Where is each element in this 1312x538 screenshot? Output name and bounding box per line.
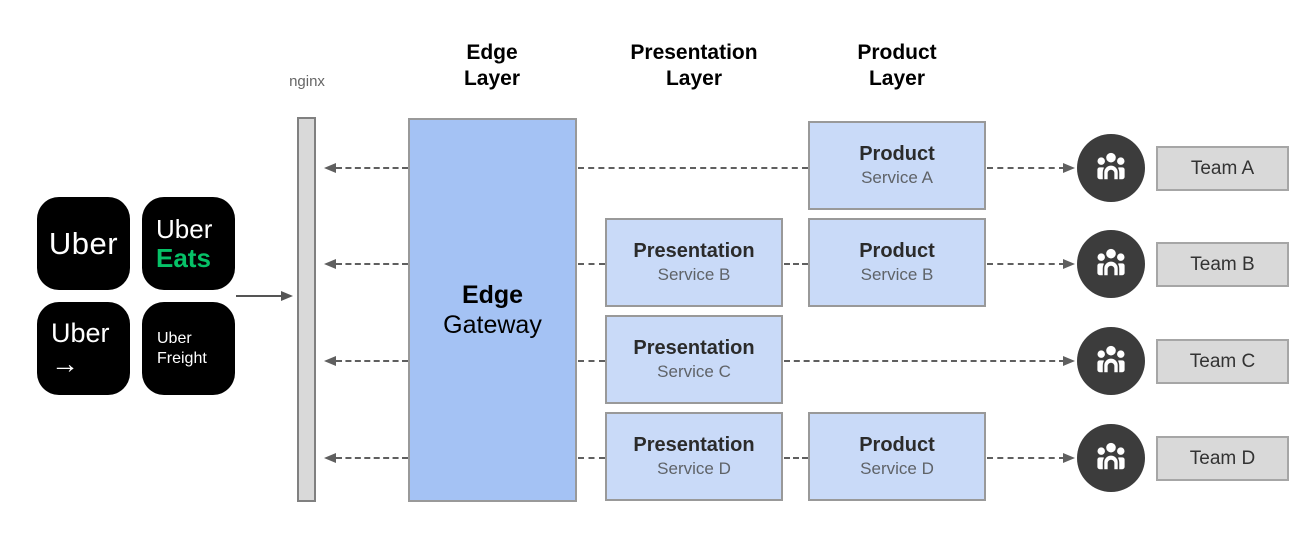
edge-to-nginx-dash-d bbox=[336, 457, 408, 459]
uber-eats-logo-line1: Uber bbox=[156, 214, 213, 245]
presentation-c-to-team-c-dash bbox=[784, 360, 1065, 362]
team-a-label: Team A bbox=[1156, 146, 1289, 191]
product-a-to-team-a-dash bbox=[987, 167, 1065, 169]
team-a-group-icon bbox=[1077, 134, 1145, 202]
presentation-d-to-product-d-dash bbox=[784, 457, 808, 459]
people-group-icon bbox=[1095, 151, 1127, 181]
arrowhead-icon bbox=[1063, 453, 1075, 463]
uber-freight-logo-line1: Uber bbox=[157, 329, 192, 347]
edge-gateway-subtitle: Gateway bbox=[443, 311, 542, 339]
presentation-service-b-box: Presentation Service B bbox=[605, 218, 783, 307]
product-service-b-box: Product Service B bbox=[808, 218, 986, 307]
team-c-group-icon bbox=[1077, 327, 1145, 395]
product-b-to-team-b-dash bbox=[987, 263, 1065, 265]
arrowhead-icon bbox=[1063, 163, 1075, 173]
presentation-layer-header: Presentation Layer bbox=[630, 41, 758, 90]
arrowhead-icon bbox=[324, 356, 336, 366]
team-c-label: Team C bbox=[1156, 339, 1289, 384]
uber-logo-text: Uber bbox=[48, 225, 119, 261]
product-d-to-team-d-dash bbox=[987, 457, 1065, 459]
uber-app-logo: Uber bbox=[37, 197, 130, 290]
team-b-group-icon bbox=[1077, 230, 1145, 298]
edge-to-presentation-b-dash bbox=[578, 263, 605, 265]
clients-to-nginx-arrowhead-icon bbox=[281, 291, 293, 301]
uber-freight-logo-line2: Freight bbox=[157, 349, 207, 367]
uber-driver-logo-line1: Uber bbox=[51, 317, 110, 348]
edge-to-presentation-d-dash bbox=[578, 457, 605, 459]
uber-driver-arrow-icon: → bbox=[51, 347, 79, 379]
uber-freight-app-logo: Uber Freight bbox=[142, 302, 235, 395]
arrowhead-icon bbox=[324, 163, 336, 173]
presentation-service-c-box: Presentation Service C bbox=[605, 315, 783, 404]
product-service-d-box: Product Service D bbox=[808, 412, 986, 501]
edge-to-nginx-dash-b bbox=[336, 263, 408, 265]
people-group-icon bbox=[1095, 344, 1127, 374]
people-group-icon bbox=[1095, 441, 1127, 471]
team-b-label: Team B bbox=[1156, 242, 1289, 287]
nginx-label: nginx bbox=[289, 73, 325, 90]
presentation-b-to-product-b-dash bbox=[784, 263, 808, 265]
edge-to-presentation-c-dash bbox=[578, 360, 605, 362]
uber-driver-app-logo: Uber → bbox=[37, 302, 130, 395]
clients-to-nginx-line bbox=[236, 295, 282, 297]
uber-eats-app-logo: Uber Eats bbox=[142, 197, 235, 290]
arrowhead-icon bbox=[324, 259, 336, 269]
edge-gateway-title: Edge bbox=[461, 281, 524, 309]
product-service-a-box: Product Service A bbox=[808, 121, 986, 210]
edge-to-nginx-dash-a bbox=[336, 167, 408, 169]
arrowhead-icon bbox=[1063, 356, 1075, 366]
edge-to-product-a-dash bbox=[578, 167, 808, 169]
arrowhead-icon bbox=[324, 453, 336, 463]
product-layer-header: Product Layer bbox=[857, 41, 937, 90]
arrowhead-icon bbox=[1063, 259, 1075, 269]
uber-eats-logo-line2: Eats bbox=[156, 242, 211, 273]
edge-layer-header: Edge Layer bbox=[463, 41, 521, 90]
edge-gateway-box: Edge Gateway bbox=[408, 118, 577, 502]
people-group-icon bbox=[1095, 247, 1127, 277]
edge-to-nginx-dash-c bbox=[336, 360, 408, 362]
nginx-bar bbox=[297, 117, 316, 502]
presentation-service-d-box: Presentation Service D bbox=[605, 412, 783, 501]
team-d-label: Team D bbox=[1156, 436, 1289, 481]
team-d-group-icon bbox=[1077, 424, 1145, 492]
